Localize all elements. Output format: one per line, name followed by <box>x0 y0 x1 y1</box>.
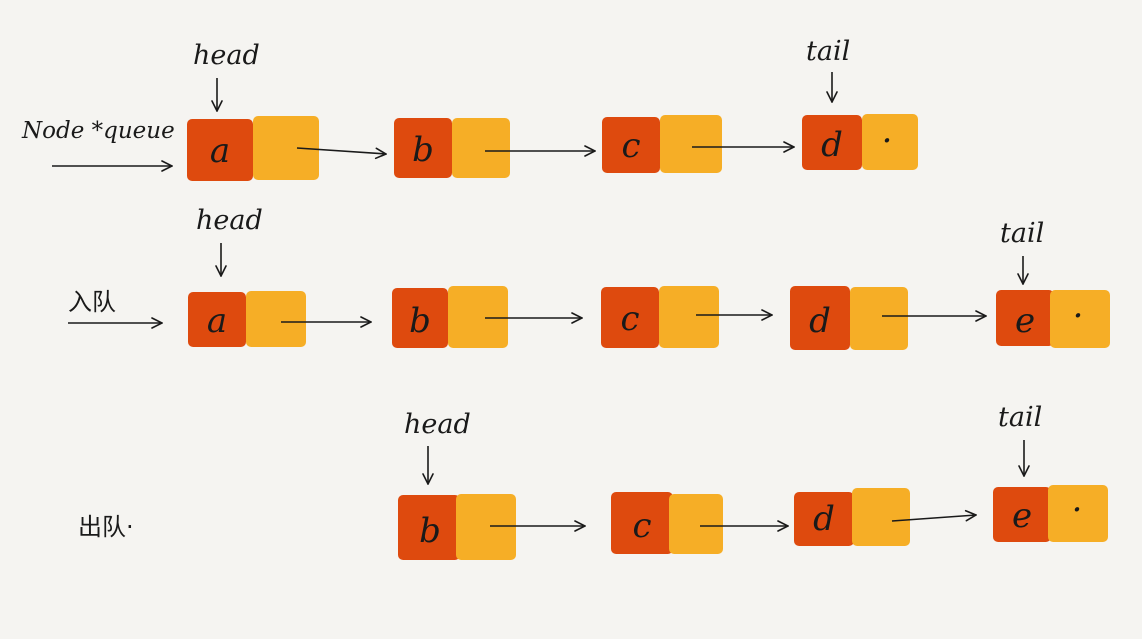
data-cell <box>602 117 660 173</box>
node-value: c <box>620 299 639 339</box>
row-1-node-a: a <box>187 116 319 181</box>
row-2-node-b: b <box>392 286 508 348</box>
node-value: a <box>210 131 230 171</box>
next-cell <box>659 286 719 348</box>
data-cell <box>398 495 460 560</box>
data-cell <box>601 287 659 348</box>
data-cell <box>996 290 1054 346</box>
node-value: c <box>621 126 640 166</box>
next-cell <box>253 116 319 180</box>
data-cell <box>188 292 246 347</box>
row-3-label: 出队· <box>78 513 134 541</box>
data-cell <box>392 288 448 348</box>
row-3-node-b: b <box>398 494 516 560</box>
row-1-node-b: b <box>394 118 510 178</box>
next-cell <box>862 114 918 170</box>
row-3-node-e: e · <box>993 485 1108 542</box>
row-1-tail-label: tail <box>806 36 850 67</box>
node-value: d <box>821 125 843 165</box>
node-value: b <box>419 511 441 551</box>
node-value: e <box>1012 496 1032 536</box>
row-1-nodes: head tail a b c <box>187 36 918 181</box>
row-2-node-e: e · <box>996 290 1110 348</box>
next-cell <box>448 286 508 348</box>
next-cell <box>669 494 723 554</box>
next-arrow <box>296 147 386 154</box>
row-2-label-group: 入队 <box>68 288 162 323</box>
next-cell <box>660 115 722 173</box>
next-cell <box>456 494 516 560</box>
data-cell <box>394 118 452 178</box>
node-value: d <box>813 499 835 539</box>
row-2-tail-label: tail <box>1000 218 1044 249</box>
row-3-node-d: d <box>794 488 910 546</box>
next-cell <box>850 287 908 350</box>
node-value: e <box>1015 301 1035 341</box>
row-3-nodes: head tail b c d <box>398 402 1108 560</box>
row-2-node-a: a <box>188 291 306 347</box>
data-cell <box>187 119 253 181</box>
next-arrow <box>891 515 976 522</box>
row-1-label-group: Node *queue <box>21 118 175 166</box>
row-1-node-c: c <box>602 115 722 173</box>
node-value: d <box>809 301 831 341</box>
node-value: b <box>412 130 434 170</box>
row-2-head-label: head <box>196 205 263 236</box>
row-1-label: Node *queue <box>21 118 175 144</box>
row-2-node-c: c <box>601 286 719 348</box>
data-cell <box>802 115 862 170</box>
data-cell <box>993 487 1051 542</box>
data-cell <box>611 492 673 554</box>
data-cell <box>794 492 854 546</box>
row-1-head-label: head <box>193 40 260 71</box>
next-cell <box>1050 290 1110 348</box>
row-3-head-label: head <box>404 409 471 440</box>
node-value: c <box>632 506 651 546</box>
next-cell <box>246 291 306 347</box>
node-value: b <box>409 301 431 341</box>
null-pointer-dot: · <box>1072 490 1083 530</box>
next-cell <box>452 118 510 178</box>
data-cell <box>790 286 850 350</box>
row-2-node-d: d <box>790 286 908 350</box>
null-pointer-dot: · <box>882 121 893 161</box>
null-pointer-dot: · <box>1073 296 1084 336</box>
row-3-node-c: c <box>611 492 723 554</box>
row-2-nodes: head tail a b c <box>188 205 1110 350</box>
row-1-node-d: d · <box>802 114 918 170</box>
row-2-label: 入队 <box>68 288 116 316</box>
row-3-tail-label: tail <box>998 402 1042 433</box>
next-cell <box>1048 485 1108 542</box>
row-3-label-group: 出队· <box>78 513 134 541</box>
next-cell <box>852 488 910 546</box>
node-value: a <box>207 301 227 341</box>
